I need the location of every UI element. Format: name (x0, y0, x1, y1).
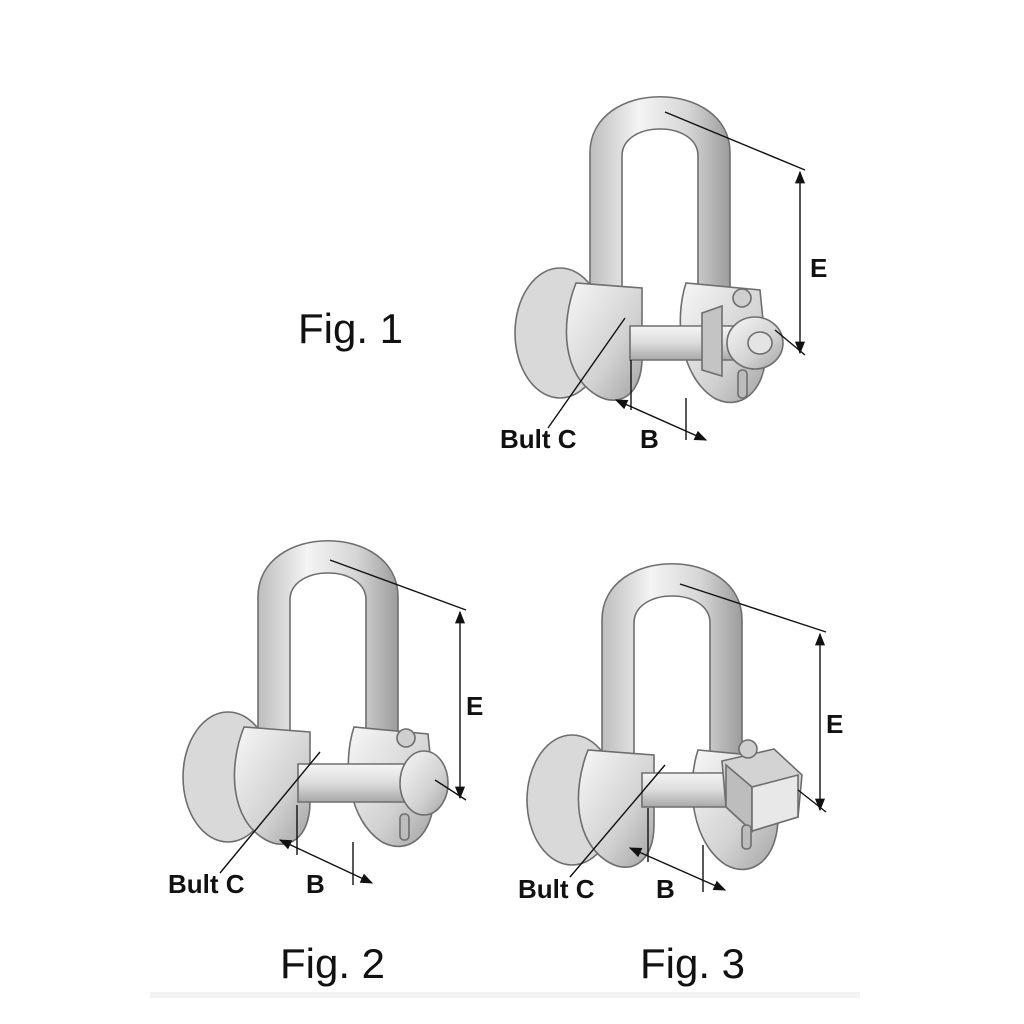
figure-2: Bult C B E Fig. 2 (168, 539, 483, 987)
width-label-fig1: B (640, 424, 659, 454)
width-label-fig3: B (656, 874, 675, 904)
cotter-pin-head (396, 728, 416, 748)
figure-3: Bult C B E Fig. 3 (518, 562, 843, 987)
width-label-fig2: B (306, 869, 325, 899)
nut (701, 304, 723, 378)
cotter-pin-head (738, 739, 758, 759)
shackle-fig2 (182, 539, 449, 848)
bottom-shadow (150, 992, 860, 998)
caption-fig3: Fig. 3 (640, 940, 745, 987)
shackle-fig3 (526, 562, 803, 871)
cotter-pin-leg (741, 824, 752, 850)
cotter-pin-head (732, 288, 752, 308)
height-label-fig1: E (810, 253, 827, 283)
shackle-fig1 (514, 95, 784, 404)
cotter-pin-leg (737, 369, 748, 399)
bolt-label-fig3: Bult C (518, 874, 595, 904)
caption-fig2: Fig. 2 (280, 940, 385, 987)
bolt-label-fig2: Bult C (168, 869, 245, 899)
bolt-label-fig1: Bult C (500, 424, 577, 454)
cotter-pin-leg (399, 813, 410, 841)
caption-fig1: Fig. 1 (298, 305, 403, 352)
height-label-fig2: E (466, 691, 483, 721)
pin-end (399, 750, 449, 816)
figure-1: Bult C B E Fig. 1 (298, 95, 827, 454)
height-label-fig3: E (826, 709, 843, 739)
